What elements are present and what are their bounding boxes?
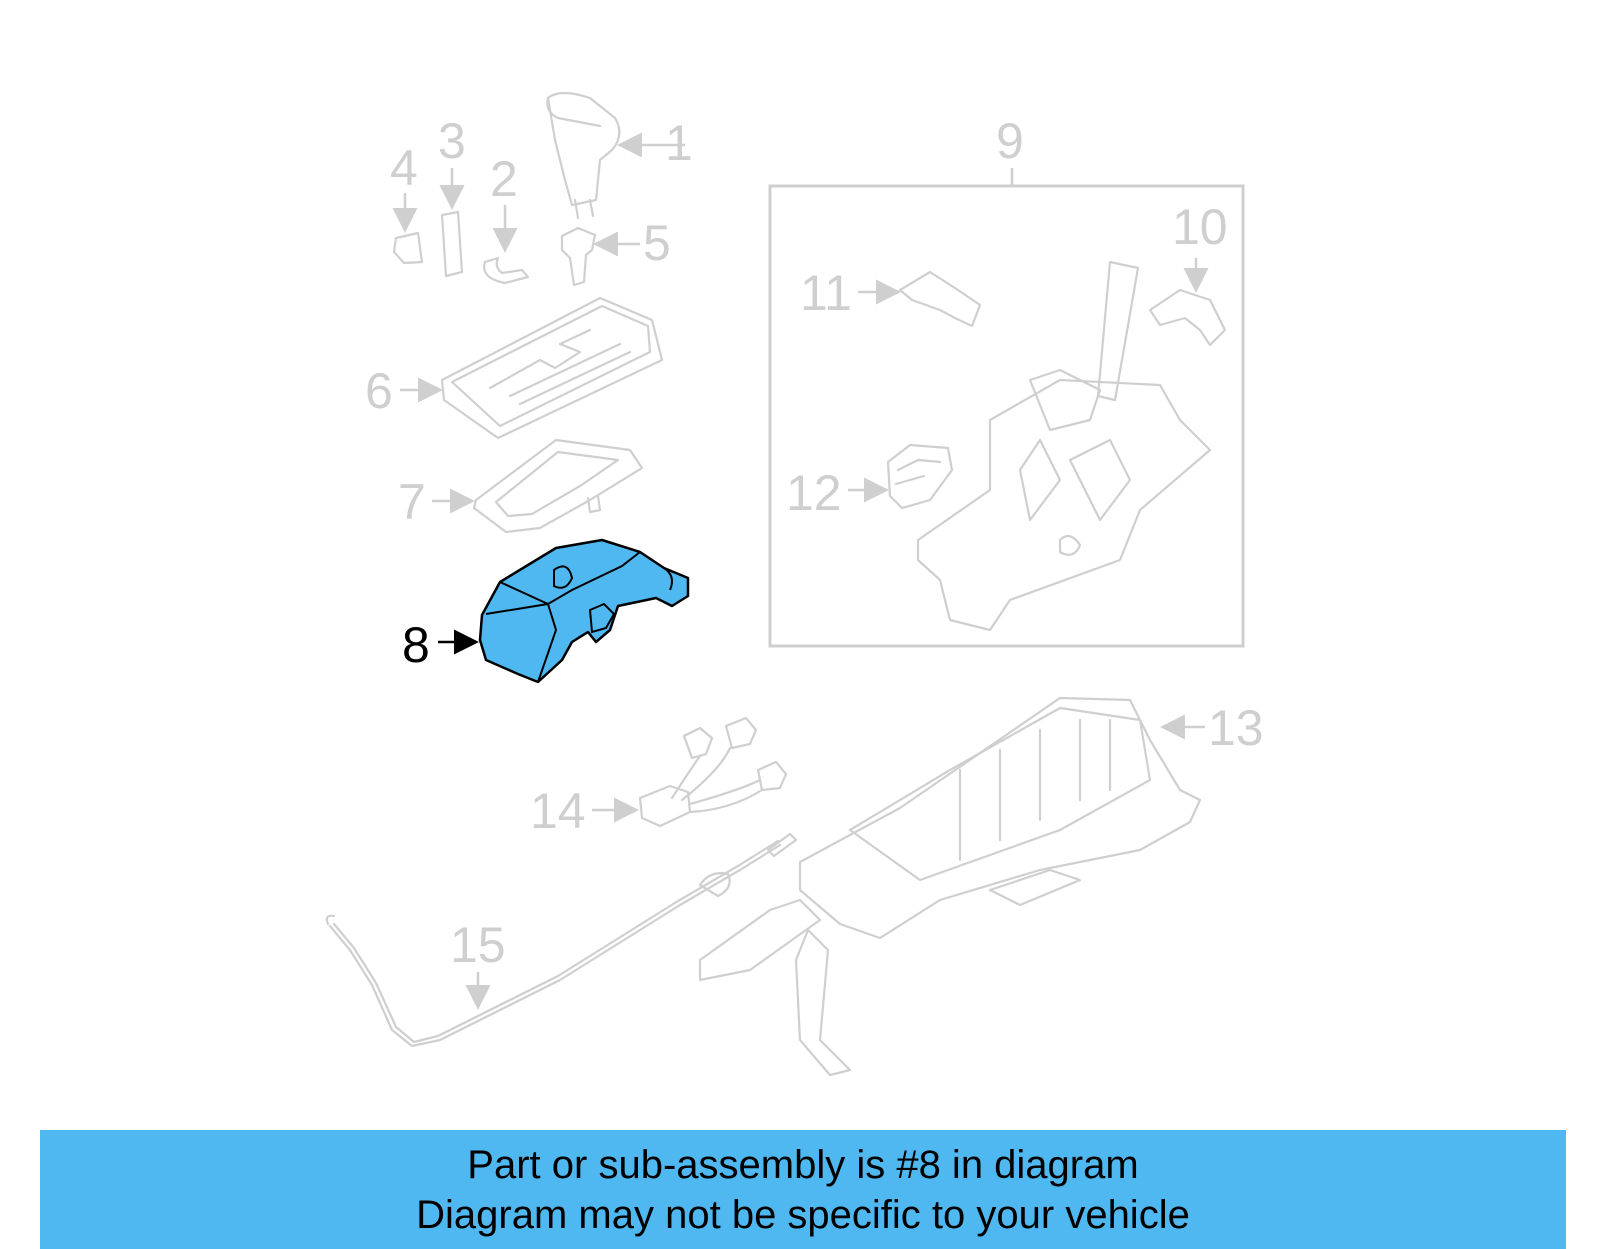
part-8-highlighted-bracket: 8 [402, 538, 690, 684]
callout-1: 1 [665, 115, 693, 171]
part-14-wiring-harness: 14 [530, 716, 788, 839]
part-9-shifter-assembly-box: 9 10 11 12 [768, 113, 1245, 648]
callout-6: 6 [365, 363, 393, 419]
callout-9: 9 [996, 113, 1024, 169]
callout-8: 8 [402, 617, 430, 673]
part-13-housing: 13 [698, 696, 1264, 1077]
callout-3: 3 [438, 113, 466, 169]
callout-4: 4 [390, 140, 418, 196]
callout-7: 7 [398, 474, 426, 530]
part-6-indicator-panel: 6 [365, 296, 664, 440]
callout-15: 15 [450, 917, 506, 973]
parts-diagram: 1 2 3 4 5 6 7 [325, 91, 1264, 1077]
banner-line-1: Part or sub-assembly is #8 in diagram [467, 1143, 1139, 1187]
callout-11: 11 [800, 265, 852, 321]
callout-14: 14 [530, 783, 586, 839]
part-7-cover-plate: 7 [398, 438, 644, 534]
callout-5: 5 [643, 215, 671, 271]
part-8-body [478, 538, 690, 684]
notice-banner: Part or sub-assembly is #8 in diagram Di… [40, 1130, 1566, 1249]
part-1-shift-knob: 1 [546, 91, 693, 220]
part-15-cable: 15 [325, 832, 798, 1048]
callout-2: 2 [490, 151, 518, 207]
part-5-button: 5 [560, 215, 671, 287]
callout-12: 12 [786, 465, 842, 521]
banner-line-2: Diagram may not be specific to your vehi… [416, 1193, 1190, 1237]
part-2-clip: 2 [483, 151, 530, 285]
part-4-cap: 4 [390, 140, 424, 265]
callout-13: 13 [1208, 700, 1264, 756]
part-3-strip: 3 [438, 113, 466, 278]
callout-10: 10 [1172, 199, 1228, 255]
